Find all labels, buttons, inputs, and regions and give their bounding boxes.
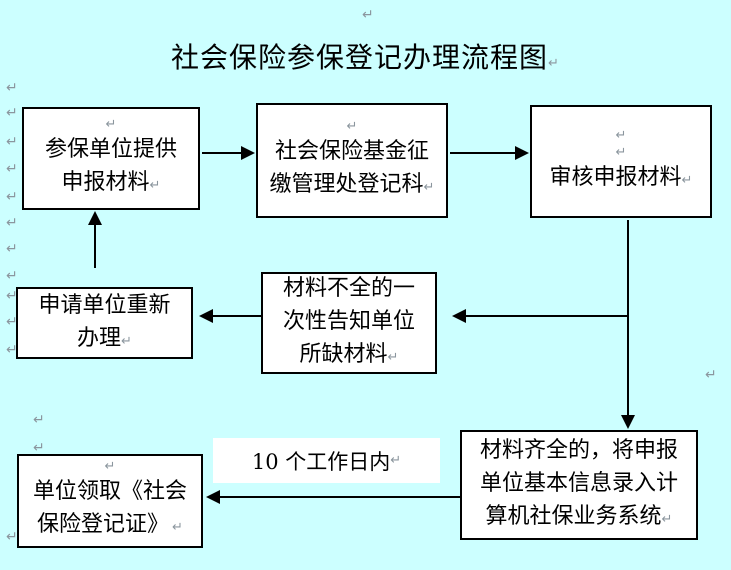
arrow-review-to-complete <box>621 220 635 429</box>
pilcrow-mark: ↵ <box>6 105 18 121</box>
flow-box-text: 次性告知单位 <box>282 309 415 334</box>
flowchart-title: 社会保险参保登记办理流程图↵ <box>0 36 731 76</box>
pilcrow-mark: ↵ <box>6 80 18 96</box>
arrow-incomplete-to-redo <box>199 309 261 323</box>
pilcrow-mark: ↵ <box>346 118 358 134</box>
arrow-branch-to-incomplete <box>452 309 628 323</box>
flow-box-review: ↵ ↵ 审核申报材料↵ <box>530 105 712 218</box>
flow-box-redo: 申请单位重新 办理↵ <box>16 287 193 359</box>
flow-box-text: 单位基本信息录入计 <box>479 471 678 496</box>
pilcrow-mark: ↵ <box>6 314 18 330</box>
duration-label-text: 10 个工作日内 <box>251 449 391 474</box>
pilcrow-mark: ↵ <box>423 179 435 195</box>
pilcrow-mark: ↵ <box>615 144 627 160</box>
pilcrow-mark: ↵ <box>661 512 673 527</box>
flowchart-title-text: 社会保险参保登记办理流程图 <box>171 41 549 74</box>
flow-box-text: 材料不全的一 <box>282 276 415 301</box>
flow-box-text: 办理↵ <box>77 325 132 351</box>
pilcrow-mark: ↵ <box>105 116 117 132</box>
pilcrow-mark: ↵ <box>6 342 18 358</box>
pilcrow-mark: ↵ <box>6 268 18 284</box>
pilcrow-mark: ↵ <box>6 215 18 231</box>
flow-box-registry: ↵ 社会保险基金征 缴管理处登记科↵ <box>256 103 448 218</box>
arrow-provide-to-registry <box>202 146 255 160</box>
pilcrow-mark: ↵ <box>6 134 18 150</box>
flow-box-text: 申报材料↵ <box>61 169 161 195</box>
pilcrow-mark: ↵ <box>390 453 402 468</box>
pilcrow-mark: ↵ <box>548 56 560 71</box>
flow-box-text: 审核申报材料↵ <box>549 164 693 190</box>
flow-box-complete: 材料齐全的，将申报 单位基本信息录入计 算机社保业务系统↵ <box>460 430 698 540</box>
pilcrow-mark: ↵ <box>104 459 116 474</box>
duration-label: 10 个工作日内↵ <box>213 438 440 483</box>
pilcrow-mark: ↵ <box>681 172 693 188</box>
flow-box-text: 社会保险基金征 <box>274 138 429 164</box>
pilcrow-mark: ↵ <box>6 189 18 205</box>
pilcrow-mark: ↵ <box>121 333 132 349</box>
flow-box-text: 申请单位重新 <box>38 292 171 318</box>
pilcrow-mark: ↵ <box>149 177 161 193</box>
flow-box-incomplete: 材料不全的一 次性告知单位 所缺材料↵ <box>261 272 437 374</box>
pilcrow-mark: ↵ <box>705 367 717 383</box>
arrow-registry-to-review <box>450 146 529 160</box>
arrow-redo-to-provide <box>88 211 102 268</box>
flow-box-text: 参保单位提供 <box>44 136 177 162</box>
flow-box-text: 所缺材料↵ <box>299 342 399 367</box>
pilcrow-mark: ↵ <box>6 529 18 545</box>
pilcrow-mark: ↵ <box>387 350 399 365</box>
pilcrow-mark: ↵ <box>33 440 45 456</box>
pilcrow-mark: ↵ <box>362 7 374 23</box>
pilcrow-mark: ↵ <box>6 241 18 257</box>
pilcrow-mark: ↵ <box>615 127 627 143</box>
flow-box-provide: ↵ 参保单位提供 申报材料↵ <box>22 107 200 210</box>
flow-box-text: 缴管理处登记科↵ <box>269 171 435 197</box>
flow-box-text: 单位领取《社会 <box>32 479 187 504</box>
pilcrow-mark: ↵ <box>6 161 18 177</box>
flow-box-certificate: ↵ 单位领取《社会 保险登记证》↵ <box>17 454 203 548</box>
flow-box-text: 材料齐全的，将申报 <box>479 438 678 463</box>
pilcrow-mark: ↵ <box>172 520 183 535</box>
pilcrow-mark: ↵ <box>33 412 45 428</box>
pilcrow-mark: ↵ <box>6 288 18 304</box>
flow-box-text: 算机社保业务系统↵ <box>485 504 673 529</box>
flow-box-text: 保险登记证》↵ <box>37 512 183 537</box>
arrow-complete-to-certificate <box>206 490 460 504</box>
